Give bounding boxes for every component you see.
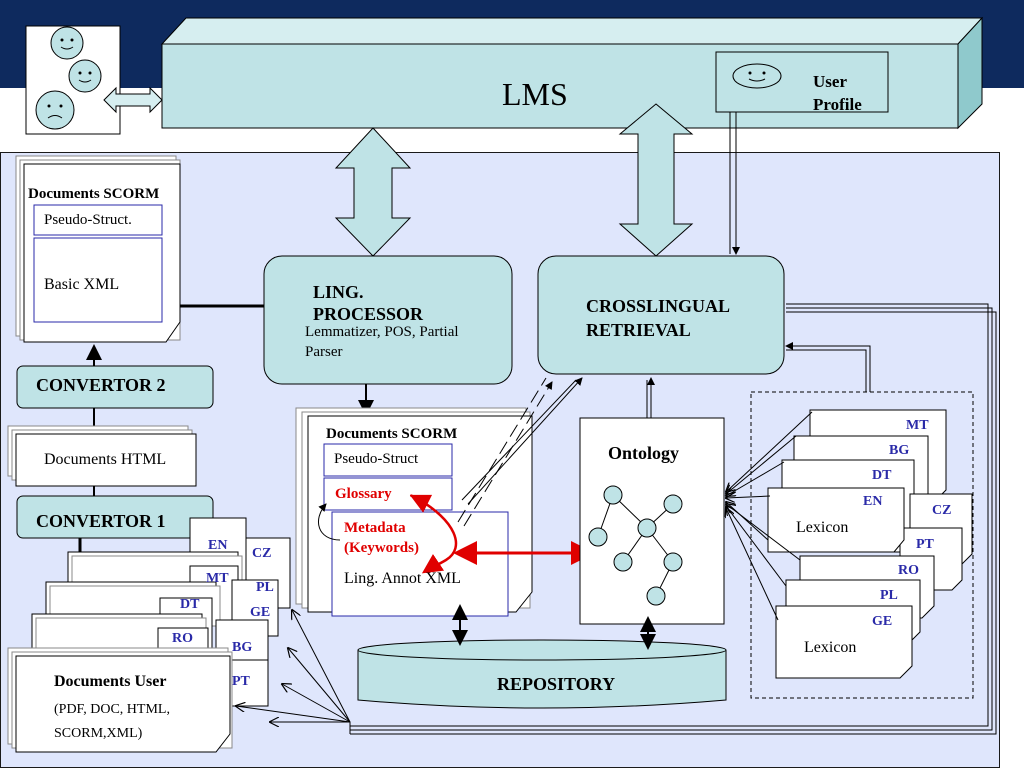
lang-tag: DT <box>180 597 200 612</box>
lexicon-stack-1 <box>767 409 973 591</box>
lang-tag: PL <box>256 580 274 595</box>
lang-tag: MT <box>206 571 229 586</box>
ling-processor-title-line-1: LING. <box>313 282 364 302</box>
lexicon-stack-2 <box>775 555 935 679</box>
crosslingual-retrieval-box <box>537 255 785 375</box>
ontology-label: Ontology <box>608 443 680 463</box>
ling-annot-xml-label: Ling. Annot XML <box>344 570 461 587</box>
lang-tag: RO <box>898 563 919 578</box>
convertor-2-box <box>16 365 214 409</box>
ling-processor-title-line-2: PROCESSOR <box>313 304 424 324</box>
lang-tag: BG <box>232 640 253 655</box>
center-docs-title: Documents SCORM <box>326 426 458 442</box>
ling-processor-subtitle-line-1: Lemmatizer, POS, Partial <box>305 324 459 340</box>
lang-tag: PT <box>916 537 934 552</box>
crosslingual-label-line-2: RETRIEVAL <box>586 320 691 340</box>
convertor-1-box <box>16 495 214 539</box>
repository-cylinder <box>357 639 727 709</box>
center-pseudo-struct-label: Pseudo-Struct <box>334 451 419 467</box>
docs-scorm-title: Documents SCORM <box>28 186 160 202</box>
lms-title: LMS <box>502 76 568 112</box>
metadata-label-line-1: Metadata <box>344 520 406 536</box>
basic-xml-label: Basic XML <box>44 276 120 293</box>
ling-processor-box <box>263 255 513 385</box>
lexicon-ontology-arrows <box>726 411 813 621</box>
lms-retrieval-arrow <box>618 103 694 257</box>
users-lms-arrow <box>103 86 163 114</box>
lexicon-group <box>750 391 974 699</box>
docs-scorm-stack <box>15 155 181 343</box>
docs-html-label: Documents HTML <box>44 451 167 468</box>
pseudo-struct-label: Pseudo-Struct. <box>44 212 132 228</box>
lang-tag: GE <box>872 614 893 629</box>
ontology-graph-icon <box>588 485 683 606</box>
lang-tag: DT <box>872 468 892 483</box>
ling-processor-subtitle-line-2: Parser <box>305 344 343 360</box>
lms-ling-arrow <box>334 127 412 257</box>
metadata-label-line-2: (Keywords) <box>344 540 419 556</box>
docs-user-title: Documents User <box>54 673 167 690</box>
glossary-label: Glossary <box>335 486 392 502</box>
sad-face-icon <box>35 90 75 130</box>
lang-tag: EN <box>208 538 228 553</box>
smiley-icon <box>50 26 84 60</box>
convertor-2-label: CONVERTOR 2 <box>36 375 166 395</box>
user-profile-label-line-2: Profile <box>813 95 862 114</box>
docs-user-formats-line-2: SCORM,XML) <box>54 726 143 741</box>
smiley-icon <box>732 63 782 89</box>
lang-tag: RO <box>172 631 193 646</box>
lang-tag: GE <box>250 605 271 620</box>
user-doc-arrows <box>236 610 351 722</box>
docs-user-formats-line-1: (PDF, DOC, HTML, <box>54 702 170 717</box>
lang-tag: MT <box>906 418 929 433</box>
lexicon-label: Lexicon <box>804 639 857 656</box>
lexicon-label: Lexicon <box>796 519 849 536</box>
lang-tag: PL <box>880 588 898 603</box>
lang-tag: BG <box>889 443 910 458</box>
crosslingual-label-line-1: CROSSLINGUAL <box>586 296 731 316</box>
convertor-1-label: CONVERTOR 1 <box>36 511 166 531</box>
lang-tag: PT <box>232 674 250 689</box>
docs-html-stack <box>7 425 197 487</box>
lang-tag: CZ <box>252 546 272 561</box>
user-profile-label-line-1: User <box>813 72 847 91</box>
lang-tag: CZ <box>932 503 952 518</box>
user-docs-stack <box>7 517 291 753</box>
smiley-icon <box>68 59 102 93</box>
lang-tag: EN <box>863 494 883 509</box>
repository-label: REPOSITORY <box>497 674 616 694</box>
